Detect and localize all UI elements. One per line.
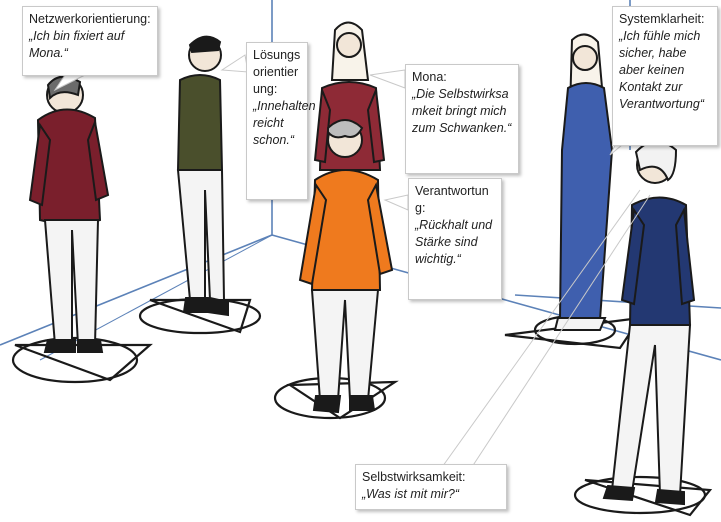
callout-verantwortung-quote: „Rückhalt und Stärke sind wichtig.“: [415, 218, 493, 266]
callout-pointers: [53, 54, 630, 211]
selbst-pointer-lines: [439, 189, 651, 471]
callout-loesung: Lösungsorientierung: „Innehalten reicht …: [246, 42, 316, 200]
callout-system: Systemklarheit: „Ich fühle mich sicher, …: [612, 6, 718, 146]
figure-selbst: [602, 140, 696, 506]
callout-selbst: Selbstwirksamkeit: „Was ist mit mir?“: [355, 464, 507, 510]
callout-system-title: Systemklarheit:: [619, 12, 705, 26]
callout-verantwortung: Verantwortung: „Rückhalt und Stärke sind…: [408, 178, 502, 300]
callout-netzwerk-title: Netzwerkorientierung:: [29, 12, 151, 26]
callout-system-quote: „Ich fühle mich sicher, habe aber keinen…: [619, 29, 704, 111]
callout-mona-title: Mona:: [412, 70, 447, 84]
figure-system: [553, 33, 614, 331]
callout-netzwerk: Netzwerkorientierung: „Ich bin fixiert a…: [22, 6, 158, 76]
callout-mona-quote: „Die Selbstwirksamkeit bringt mich zum S…: [412, 87, 512, 135]
figure-mona: [313, 21, 386, 171]
figure-loesung: [176, 35, 229, 317]
callout-verantwortung-title: Verantwortung:: [415, 184, 489, 215]
callout-loesung-title: Lösungsorientierung:: [253, 48, 301, 96]
figure-verantwortung: [298, 119, 394, 414]
callout-mona: Mona: „Die Selbstwirksamkeit bringt mich…: [405, 64, 519, 174]
callout-loesung-quote: „Innehalten reicht schon.“: [253, 99, 316, 147]
callout-netzwerk-quote: „Ich bin fixiert auf Mona.“: [29, 29, 125, 60]
callout-selbst-quote: „Was ist mit mir?“: [362, 487, 459, 501]
figure-netzwerk: [28, 75, 110, 353]
callout-selbst-title: Selbstwirksamkeit:: [362, 470, 466, 484]
